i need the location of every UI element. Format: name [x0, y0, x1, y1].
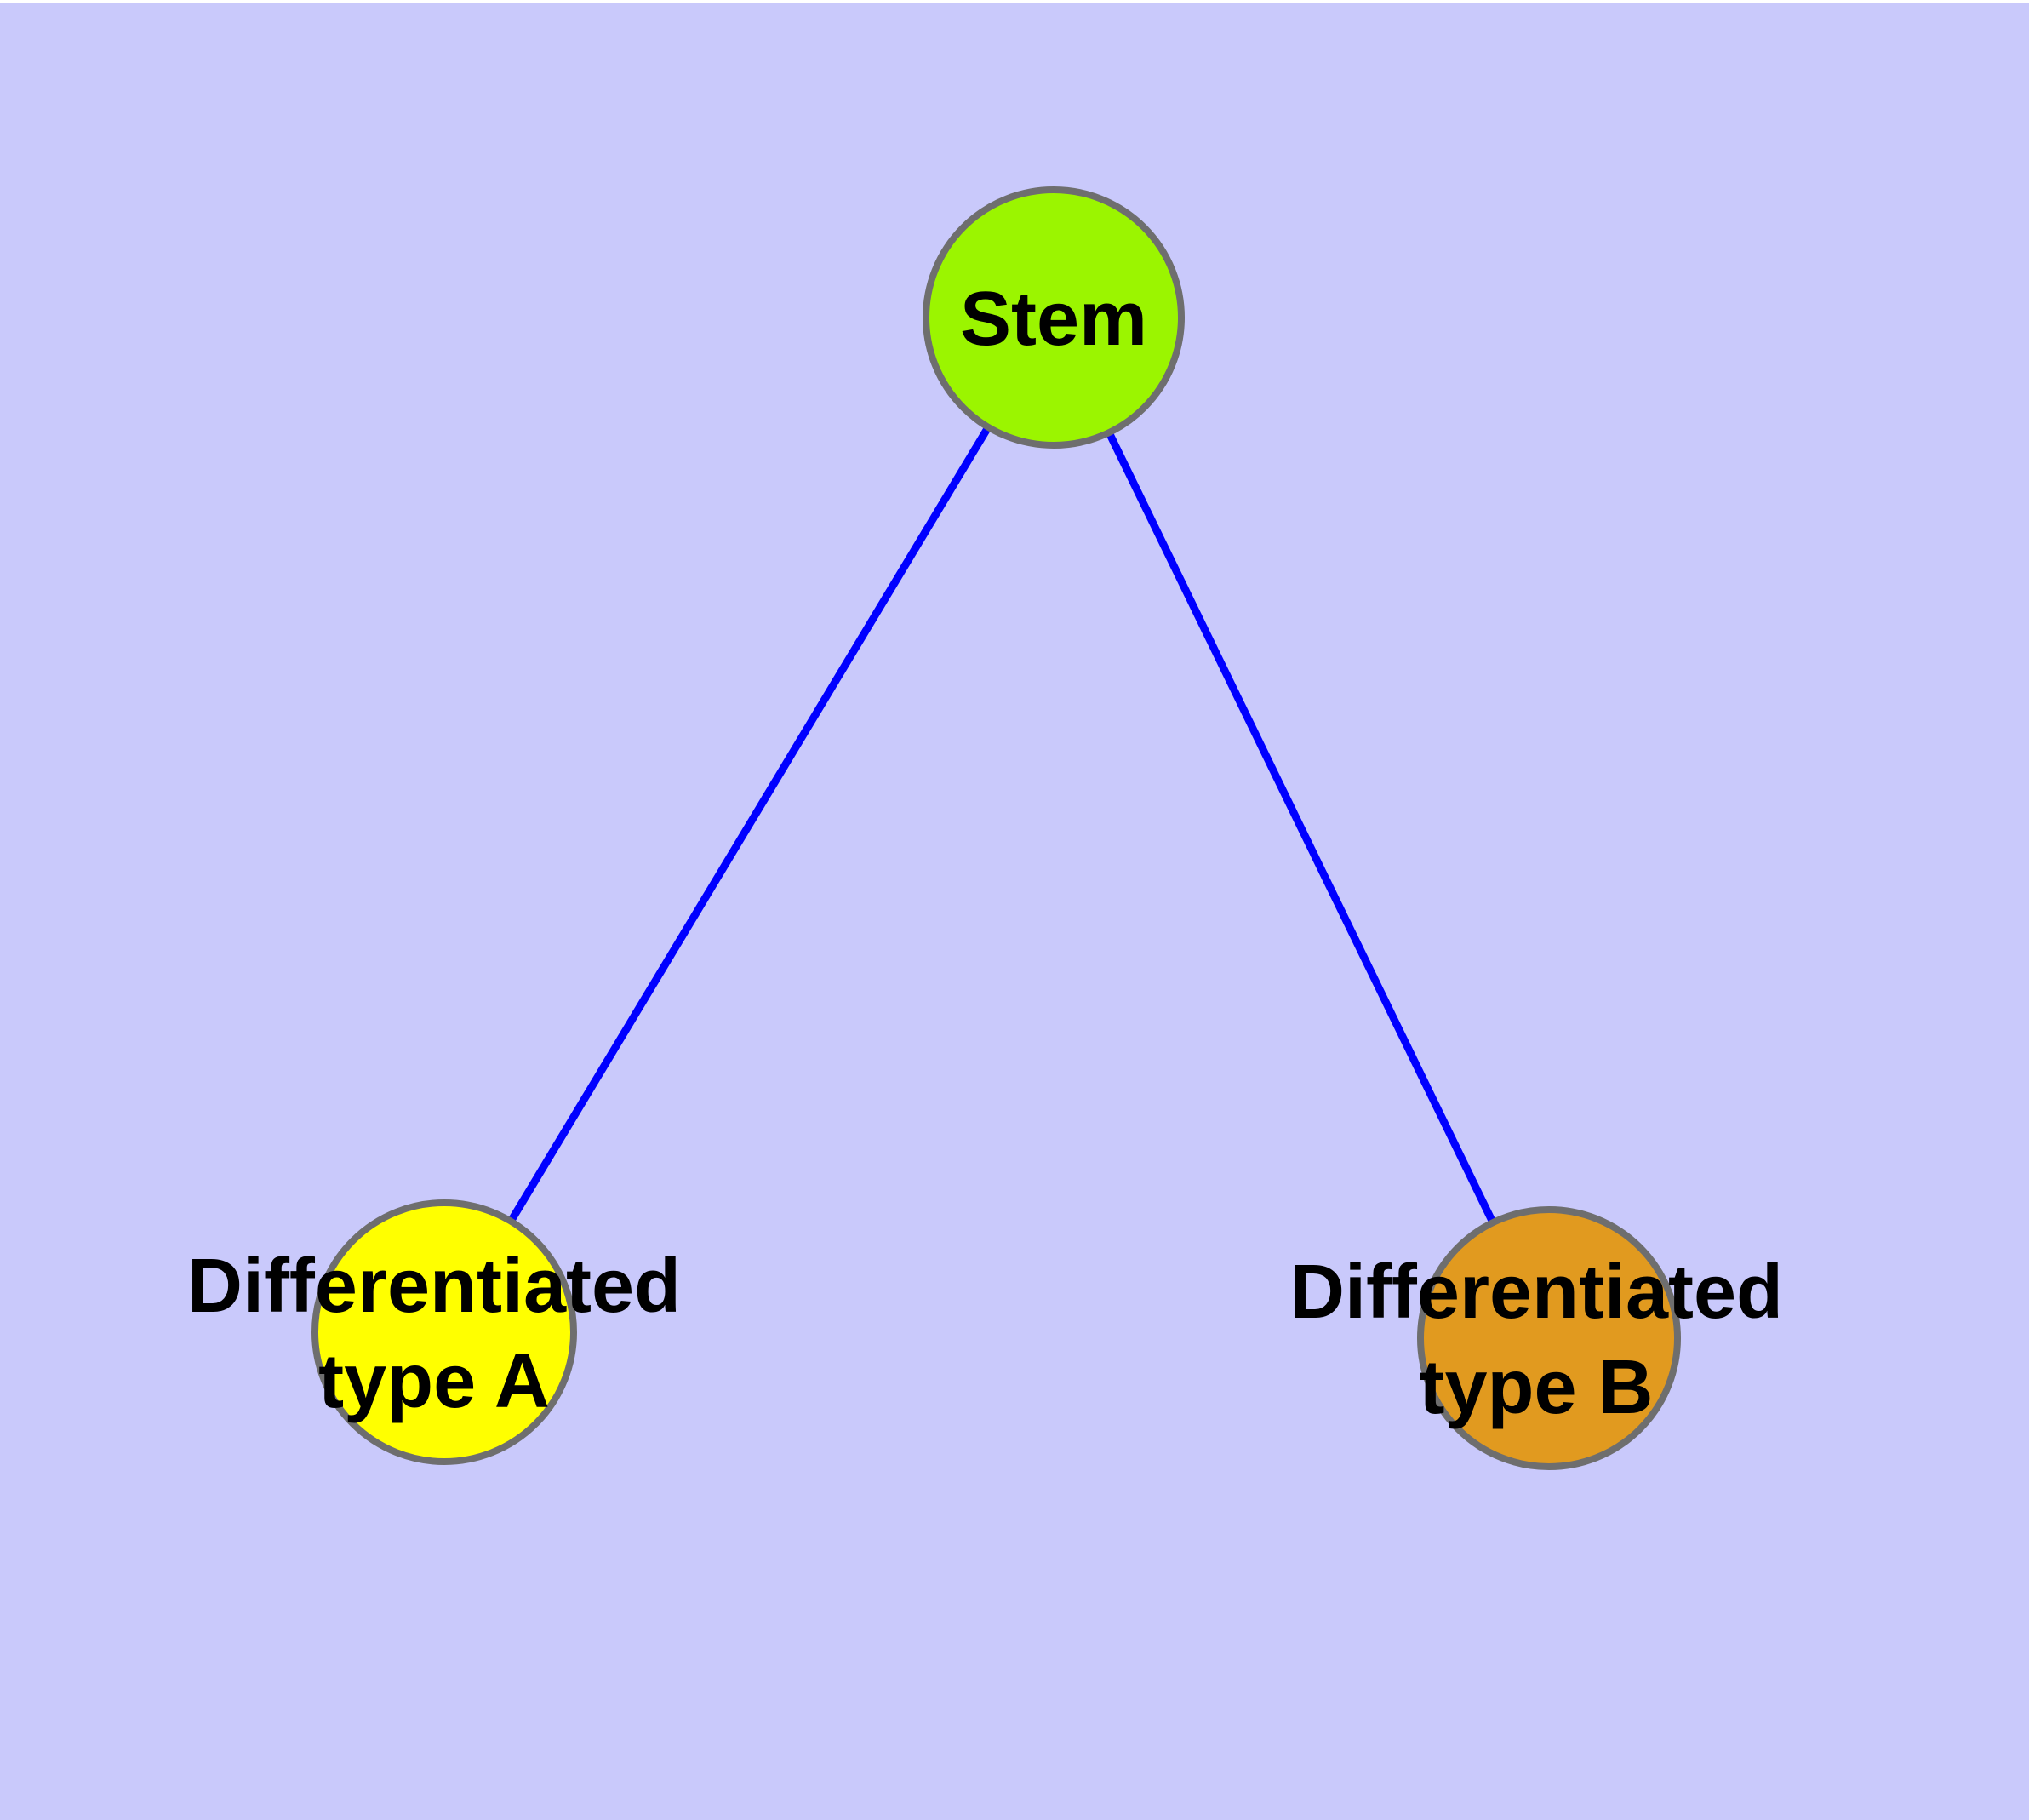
edge-stem-to-type-a: [507, 425, 992, 1224]
node-stem-label: Stem: [960, 277, 1147, 362]
node-type-a-circle: [311, 1199, 577, 1465]
node-type-b-circle: [1417, 1206, 1681, 1470]
node-type-b-label-line1: Differentiated: [1289, 1250, 1783, 1335]
node-type-a-label-line1: Differentiated: [187, 1244, 681, 1329]
node-stem-circle: [923, 186, 1185, 449]
edge-stem-to-type-b: [1105, 431, 1497, 1224]
node-type-a-label-line2: type A: [318, 1339, 550, 1424]
node-type-b-label-line2: type B: [1419, 1345, 1653, 1430]
